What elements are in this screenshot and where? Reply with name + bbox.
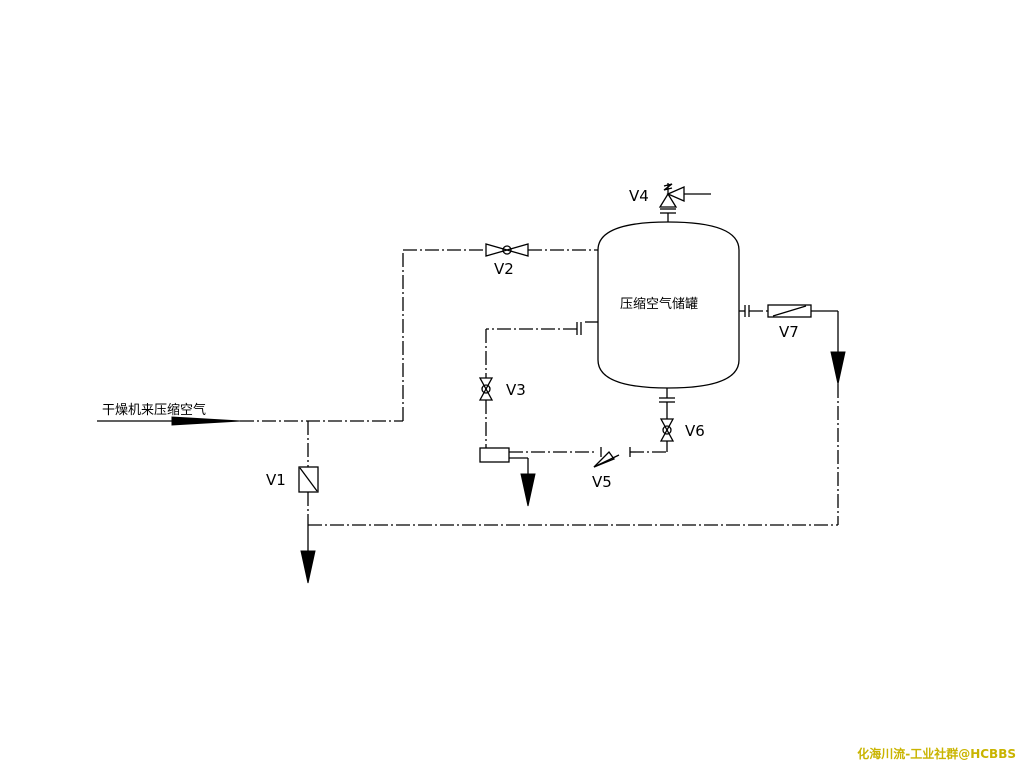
check-valve-v5[interactable] — [593, 447, 631, 468]
valve-v7[interactable] — [767, 304, 812, 318]
v4-spring — [663, 183, 673, 191]
v4-body — [658, 192, 678, 208]
valve-v5-label: V5 — [592, 473, 612, 491]
v2-disc — [502, 245, 512, 255]
safety-valve-v4[interactable] — [658, 183, 685, 208]
valve-v2[interactable] — [485, 243, 529, 257]
valve-v3[interactable] — [478, 377, 494, 401]
valve-v7-label: V7 — [779, 323, 799, 341]
valve-v2-label: V2 — [494, 260, 514, 278]
valve-v6[interactable] — [659, 418, 675, 442]
v5-seat — [593, 454, 620, 468]
v6-top-triangle — [659, 418, 675, 432]
valve-v1[interactable] — [298, 466, 319, 493]
v5-body — [593, 450, 616, 468]
watermark: 化海川流-工业社群@HCBBS — [857, 747, 1016, 761]
valve-v6-label: V6 — [685, 422, 705, 440]
v2-left-triangle — [485, 243, 510, 257]
drain-arrow — [520, 473, 536, 507]
main-outlet-arrow — [300, 550, 316, 584]
inlet-flow-arrow — [171, 416, 241, 426]
inlet-label: 干燥机来压缩空气 — [102, 402, 206, 418]
valve-v3-label: V3 — [506, 381, 526, 399]
v6-disc — [662, 425, 672, 435]
v3-top-triangle — [478, 377, 494, 391]
air-receiver-tank — [597, 221, 740, 389]
v7-diagonal — [772, 305, 807, 317]
tank-label: 压缩空气储罐 — [620, 296, 698, 312]
outlet-flow-arrow — [830, 351, 846, 385]
v2-right-triangle — [504, 243, 529, 257]
valve-v4-label: V4 — [629, 187, 649, 205]
valve-v1-label: V1 — [266, 471, 286, 489]
v1-diagonal — [299, 467, 318, 492]
drain-trap — [479, 447, 510, 463]
v3-disc — [481, 384, 491, 394]
